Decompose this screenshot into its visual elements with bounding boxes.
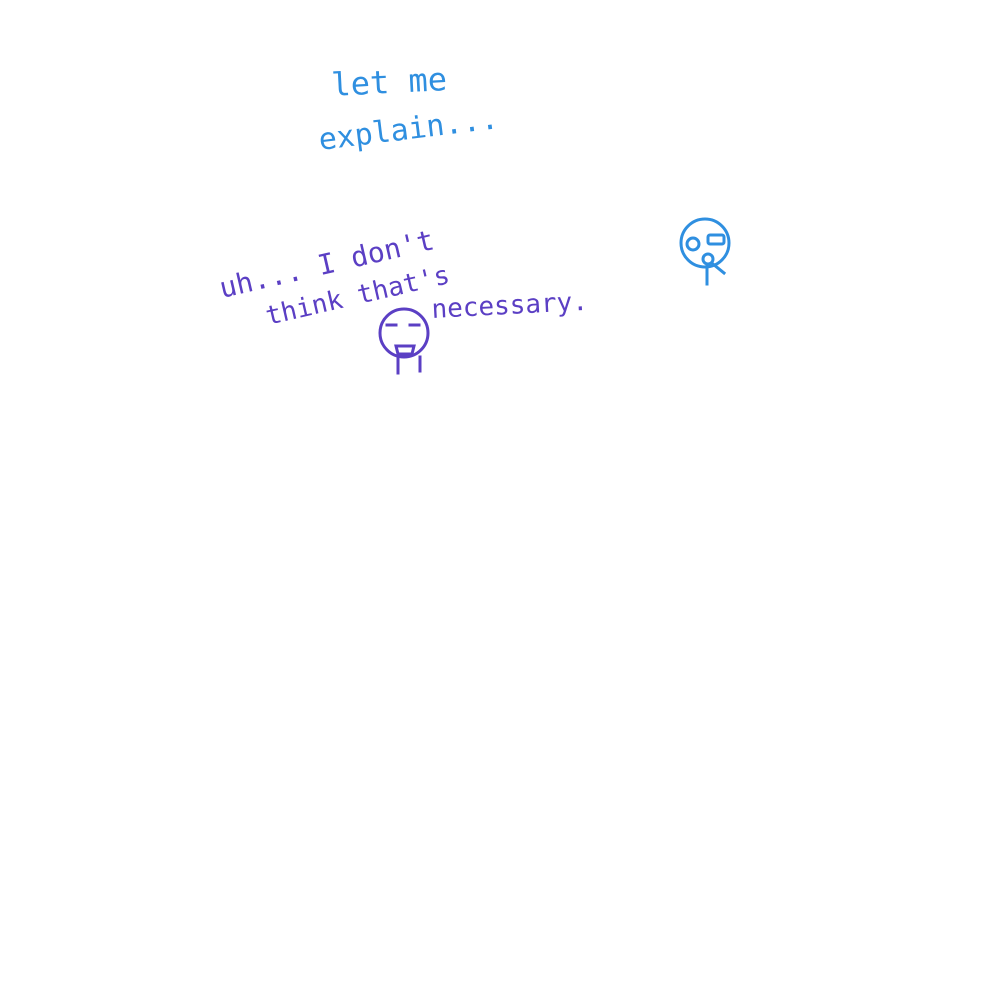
blue-stick-figure <box>679 217 731 286</box>
blue-figure-legs <box>705 261 727 286</box>
purple-figure-mouth <box>394 344 416 356</box>
purple-stick-figure <box>378 307 430 375</box>
blue-figure-right-eye <box>706 233 726 246</box>
blue-figure-head <box>679 217 731 269</box>
purple-figure-legs <box>396 355 422 375</box>
purple-figure-head <box>378 307 430 359</box>
blue-figure-left-eye <box>685 236 701 252</box>
blue-speech-line-1: let me <box>330 60 447 104</box>
